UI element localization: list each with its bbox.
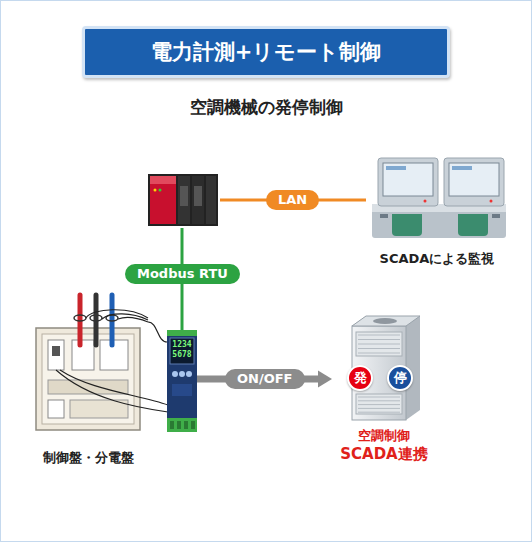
vent-line (358, 339, 400, 340)
node-text: 制御盤・分電盤 (28, 449, 148, 467)
scada-illustration (372, 158, 506, 238)
vent-line (358, 335, 400, 336)
plc-unit (146, 170, 220, 228)
vent-line (358, 348, 400, 349)
subtitle-label: 空調機械の発停制御 (190, 96, 343, 119)
node-text: 停 (389, 367, 411, 389)
title-band: 電力計測+リモート制御 (82, 26, 450, 78)
node-text: 空調制御 (332, 427, 436, 445)
start-button: 発 (347, 365, 373, 391)
edge-label: Modbus RTU (125, 264, 240, 284)
node-text: 5678 (167, 350, 197, 359)
panel-illustration (36, 295, 168, 430)
vent-line (358, 397, 400, 398)
edge-label: ON/OFF (225, 369, 305, 389)
vent-line (358, 344, 400, 345)
stop-button: 停 (387, 365, 413, 391)
scada-station: SCADAによる監視 (366, 150, 508, 268)
arrow-head (318, 371, 332, 388)
distribution-panel: 制御盤・分電盤 (28, 292, 148, 468)
vent-line (358, 400, 400, 401)
connector-line (148, 322, 167, 342)
vent-line (358, 408, 400, 409)
node-text: 発 (349, 367, 371, 389)
vent-line (358, 353, 400, 354)
air-conditioner: 空調制御SCADA連携 発停 (332, 306, 436, 466)
node-text: SCADA連携 (332, 445, 436, 464)
node-text: SCADAによる監視 (366, 250, 508, 268)
node-text: 1234 (167, 340, 197, 349)
power-meter: 12345678 (167, 330, 197, 432)
title-text: 電力計測+リモート制御 (151, 38, 382, 66)
vent-line (358, 412, 400, 413)
edge-label: LAN (266, 190, 319, 210)
plc-illustration (148, 174, 218, 226)
ct-wire (148, 322, 167, 342)
power-meter-illustration (167, 330, 197, 432)
vent-line (358, 404, 400, 405)
